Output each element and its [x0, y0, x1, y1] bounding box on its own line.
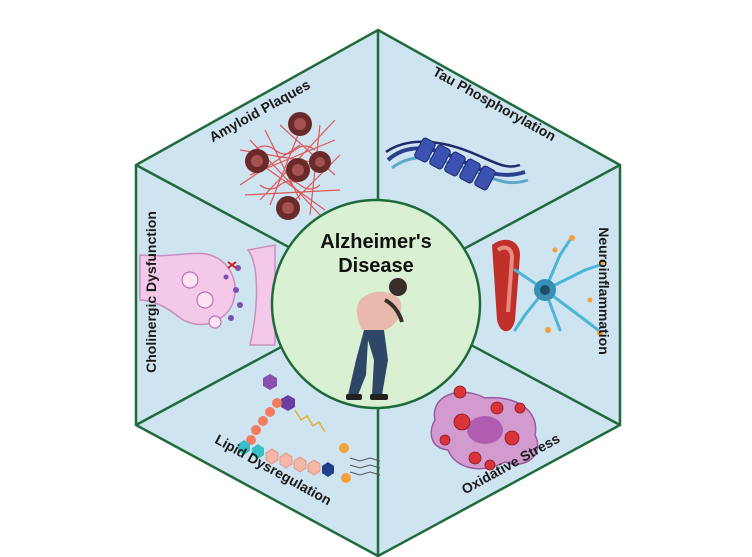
tau-tangle-illustration	[385, 137, 529, 191]
label-neuroinflammation: Neuroinflammation	[596, 227, 612, 355]
amyloid-plaques-illustration	[239, 112, 341, 220]
oxidative-stress-illustration	[430, 385, 539, 471]
lipid-dysregulation-illustration	[238, 374, 381, 483]
neuroinflammation-illustration	[492, 235, 605, 336]
elderly-person-illustration	[346, 278, 407, 400]
label-cholinergic-dysfunction: Cholinergic Dysfunction	[143, 211, 159, 373]
center-title-line1: Alzheimer's	[320, 231, 431, 253]
cholinergic-dysfunction-illustration	[139, 244, 276, 346]
center-title-line2: Disease	[338, 255, 414, 277]
